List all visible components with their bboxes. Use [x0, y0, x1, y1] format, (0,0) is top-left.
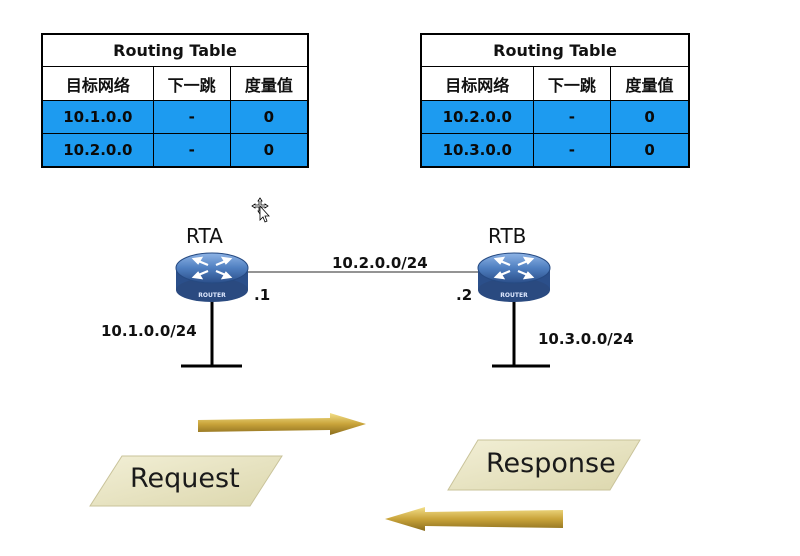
routing-table-rta: Routing Table 目标网络 下一跳 度量值 10.1.0.0 - 0 …: [41, 33, 309, 168]
cell-destination: 10.2.0.0: [420, 100, 534, 134]
cell-metric: 0: [610, 133, 690, 168]
router-label-rtb: RTB: [488, 224, 527, 248]
iface-label-rtb: .2: [456, 286, 473, 304]
lan-network-label-right: 10.3.0.0/24: [538, 330, 634, 348]
lan-segment-left: [181, 300, 242, 368]
router-rta-icon: ROUTER: [175, 252, 249, 302]
routing-table-rtb: Routing Table 目标网络 下一跳 度量值 10.2.0.0 - 0 …: [420, 33, 690, 168]
router-badge: ROUTER: [500, 292, 528, 299]
cell-next-hop: -: [532, 100, 612, 134]
cell-destination: 10.1.0.0: [41, 100, 154, 134]
response-box: [447, 439, 641, 491]
cell-destination: 10.3.0.0: [420, 133, 534, 168]
cell-next-hop: -: [152, 100, 231, 134]
router-label-rta: RTA: [186, 224, 223, 248]
request-label: Request: [130, 463, 240, 494]
lan-segment-right: [492, 300, 550, 368]
header-next-hop: 下一跳: [152, 66, 231, 101]
lan-network-label-left: 10.1.0.0/24: [101, 322, 197, 340]
response-arrow-icon: [385, 507, 563, 531]
cell-destination: 10.2.0.0: [41, 133, 154, 168]
header-metric: 度量值: [610, 66, 690, 101]
router-rtb-icon: ROUTER: [477, 252, 551, 302]
cell-metric: 0: [610, 100, 690, 134]
request-arrow-icon: [198, 413, 366, 435]
table-row: 10.2.0.0 - 0: [41, 133, 309, 168]
link-network-label: 10.2.0.0/24: [332, 254, 428, 272]
header-next-hop: 下一跳: [532, 66, 612, 101]
iface-label-rta: .1: [254, 286, 271, 304]
table-row: 10.2.0.0 - 0: [420, 100, 690, 134]
cell-next-hop: -: [152, 133, 231, 168]
response-label: Response: [486, 448, 616, 479]
move-cursor-icon: [251, 197, 270, 223]
router-badge: ROUTER: [198, 292, 226, 299]
table-row: 10.1.0.0 - 0: [41, 100, 309, 134]
request-box: [89, 455, 283, 507]
routing-table-title: Routing Table: [420, 33, 690, 67]
cell-metric: 0: [229, 133, 309, 168]
table-row: 10.3.0.0 - 0: [420, 133, 690, 168]
cell-metric: 0: [229, 100, 309, 134]
